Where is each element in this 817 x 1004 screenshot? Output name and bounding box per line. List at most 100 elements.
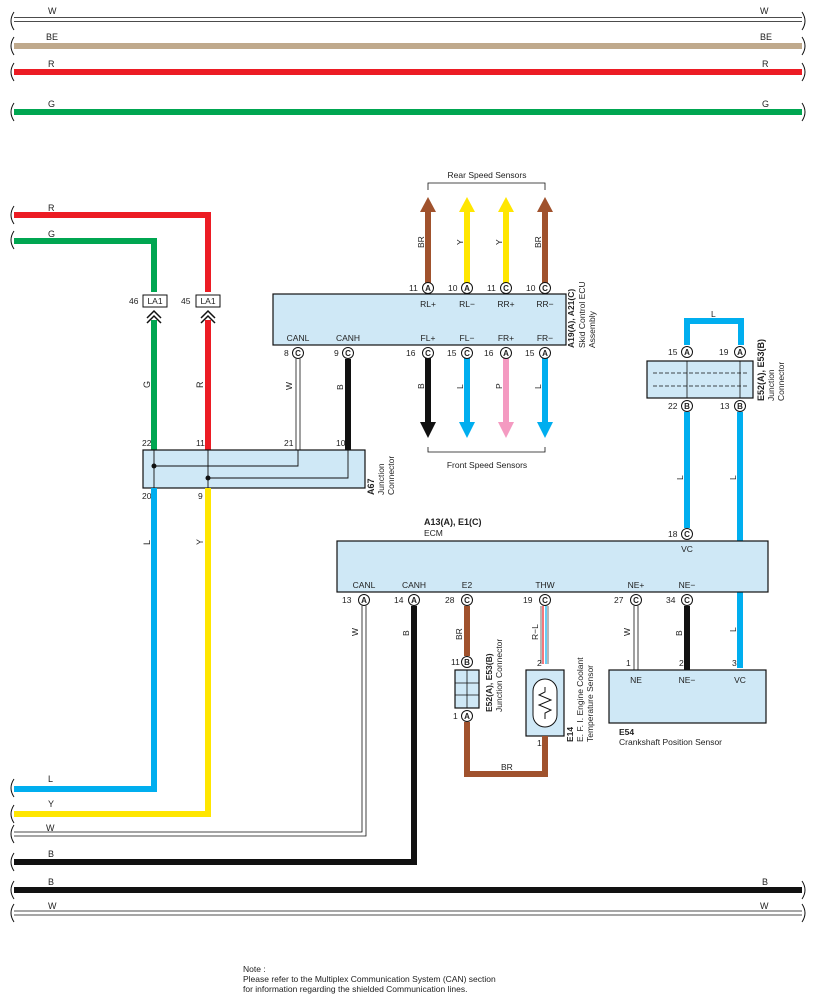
front-color-1: B [416, 383, 426, 389]
svg-text:C: C [503, 284, 509, 293]
bottom-wire-b-label-left: B [48, 877, 54, 887]
svg-text:W: W [622, 628, 632, 636]
canh-wire-color: B [335, 384, 345, 390]
svg-text:Junction Connector: Junction Connector [494, 639, 504, 712]
svg-text:A: A [361, 596, 367, 605]
rear-speed-sensors-title: Rear Speed Sensors [448, 170, 527, 180]
svg-text:13: 13 [720, 401, 730, 411]
svg-text:14: 14 [394, 595, 404, 605]
svg-text:Crankshaft Position Sensor: Crankshaft Position Sensor [619, 737, 722, 747]
front-color-4: L [533, 384, 543, 389]
e14-coolant-temp-sensor: 2 1 E14 E. F. I. Engine Coolant Temperat… [525, 657, 595, 748]
svg-text:E54: E54 [619, 727, 634, 737]
jc-right-code: E52(A), E53(B) [756, 339, 766, 401]
svg-text:THW: THW [535, 580, 554, 590]
svg-text:15: 15 [447, 348, 457, 358]
svg-text:Temperature Sensor: Temperature Sensor [585, 665, 595, 742]
svg-text:E14: E14 [565, 727, 575, 742]
svg-text:L: L [675, 475, 685, 480]
svg-text:11: 11 [409, 283, 418, 293]
skid-rr-plus: RR+ [497, 299, 514, 309]
svg-text:A: A [542, 349, 548, 358]
svg-text:NE: NE [630, 675, 642, 685]
skid-rr-minus: RR− [536, 299, 553, 309]
skid-ecu-name1: Skid Control ECU [577, 281, 587, 348]
svg-text:Connector: Connector [776, 362, 786, 401]
skid-canl: CANL [287, 333, 310, 343]
svg-text:VC: VC [734, 675, 746, 685]
svg-text:NE+: NE+ [628, 580, 645, 590]
svg-text:A: A [464, 284, 470, 293]
la1-connector-r: LA1 45 [181, 294, 221, 324]
svg-text:10: 10 [336, 438, 346, 448]
svg-text:E52(A), E53(B): E52(A), E53(B) [484, 653, 494, 712]
svg-text:2: 2 [537, 658, 542, 668]
top-wire-be: BE BE [10, 32, 806, 56]
svg-text:C: C [464, 596, 470, 605]
svg-text:9: 9 [334, 348, 339, 358]
rear-color-4: BR [533, 236, 543, 248]
svg-text:15: 15 [525, 348, 535, 358]
canl-wire-color: W [284, 382, 294, 390]
top-wire-be-label-right: BE [760, 32, 772, 42]
bottom-wire-w-label-left: W [48, 901, 57, 911]
skid-control-ecu: A19(A), A21(C) Skid Control ECU Assembly… [272, 281, 597, 348]
svg-text:C: C [684, 596, 690, 605]
svg-text:B: B [464, 658, 470, 667]
a67-name1: Junction [376, 463, 386, 495]
svg-text:A: A [411, 596, 417, 605]
top-wire-w-label-right: W [760, 6, 769, 16]
svg-text:2: 2 [679, 658, 684, 668]
svg-text:B: B [737, 402, 743, 411]
note-line2: for information regarding the shielded C… [243, 984, 467, 994]
svg-text:34: 34 [666, 595, 676, 605]
a67-junction-connector: 22 11 21 10 20 9 A67 Junction Connector [142, 438, 396, 501]
svg-text:10: 10 [448, 283, 458, 293]
rear-sensor-wires: BR Y Y BR [416, 197, 553, 283]
svg-text:W: W [350, 628, 360, 636]
a67-code: A67 [366, 478, 376, 495]
ecm-code: A13(A), E1(C) [424, 517, 482, 527]
svg-text:VC: VC [681, 544, 693, 554]
svg-text:Junction: Junction [766, 369, 776, 401]
left-wire-g-label: G [48, 229, 55, 239]
e54-crankshaft-sensor: 1 2 3 NE NE− VC E54 Crankshaft Position … [608, 658, 767, 747]
rear-color-1: BR [416, 236, 426, 248]
svg-text:BR: BR [501, 762, 513, 772]
svg-text:B: B [401, 630, 411, 636]
svg-text:R−L: R−L [530, 624, 540, 640]
skid-fl-plus: FL+ [421, 333, 436, 343]
top-wire-be-label-left: BE [46, 32, 58, 42]
left-wire-l-label: L [48, 774, 53, 784]
svg-text:C: C [345, 349, 351, 358]
skid-fr-minus: FR− [537, 333, 553, 343]
skid-ecu-name2: Assembly [587, 310, 597, 348]
front-color-2: L [455, 384, 465, 389]
svg-text:15: 15 [668, 347, 678, 357]
skid-fr-plus: FR+ [498, 333, 514, 343]
svg-text:9: 9 [198, 491, 203, 501]
left-wire-b-label: B [48, 849, 54, 859]
ecm: C 18 A13(A), E1(C) ECM VC CANL CANH E2 T… [336, 517, 769, 606]
svg-text:22: 22 [668, 401, 678, 411]
front-color-3: P [494, 383, 504, 389]
wire-r-left [14, 212, 211, 292]
note-line1: Please refer to the Multiplex Communicat… [243, 974, 496, 984]
jc-right-connector: A 15 A 19 B 22 B 13 E52(A), E53(B) Junct… [646, 339, 786, 412]
svg-text:13: 13 [342, 595, 352, 605]
svg-text:L: L [728, 475, 738, 480]
wire-y-left [14, 488, 211, 817]
top-wire-r: R R [10, 59, 806, 82]
svg-text:CANH: CANH [402, 580, 426, 590]
la1-pin-r: 45 [181, 296, 191, 306]
wire-g-color: G [142, 381, 152, 388]
svg-text:A: A [684, 348, 690, 357]
skid-rl-plus: RL+ [420, 299, 436, 309]
left-wire-y-label: Y [48, 799, 54, 809]
svg-text:L: L [728, 627, 738, 632]
top-wire-g: G G [10, 99, 806, 122]
svg-text:16: 16 [406, 348, 416, 358]
note-title: Note : [243, 964, 266, 974]
wire-l-left [14, 488, 157, 792]
top-wire-g-label-left: G [48, 99, 55, 109]
